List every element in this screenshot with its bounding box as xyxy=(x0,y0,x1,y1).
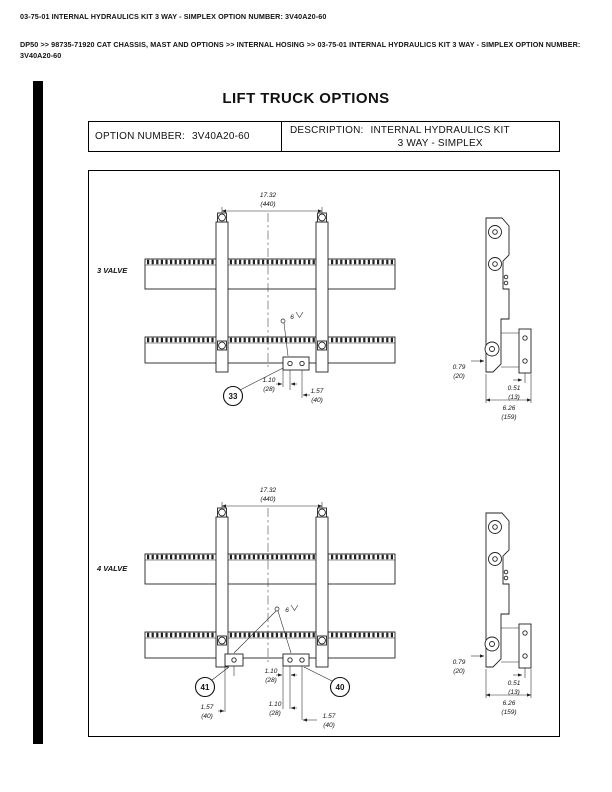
svg-text:(28): (28) xyxy=(269,710,281,717)
svg-text:(40): (40) xyxy=(311,397,323,404)
svg-text:1.57: 1.57 xyxy=(323,713,336,720)
dim-110-4valve-a: 1.10 (28) xyxy=(265,668,297,684)
taper-annotation-3valve: 6 xyxy=(280,311,304,357)
dim-taper-deg-2: 6 xyxy=(285,607,289,614)
svg-text:1.57: 1.57 xyxy=(311,388,324,395)
dim-157-4valve-a: 1.57 (40) xyxy=(201,704,225,720)
svg-text:1.57: 1.57 xyxy=(201,704,214,711)
svg-text:(28): (28) xyxy=(265,677,277,684)
technical-drawing: 17.32 (440) xyxy=(96,171,559,729)
description-line2: 3 WAY - SIMPLEX xyxy=(397,138,483,149)
figure-frame: 17.32 (440) xyxy=(88,170,560,737)
svg-text:1.10: 1.10 xyxy=(263,377,276,384)
dim-157-4valve-b: 1.57 (40) xyxy=(302,713,336,729)
doc-id-line: 03-75-01 INTERNAL HYDRAULICS KIT 3 WAY -… xyxy=(20,12,327,21)
valve-brackets-4valve xyxy=(224,653,310,720)
svg-text:(40): (40) xyxy=(201,713,213,720)
description-label: DESCRIPTION: xyxy=(290,125,364,136)
page-title: LIFT TRUCK OPTIONS xyxy=(222,90,390,107)
option-number-label: OPTION NUMBER: xyxy=(95,131,186,142)
option-number-cell: OPTION NUMBER: 3V40A20-60 xyxy=(89,122,282,151)
svg-text:1.10: 1.10 xyxy=(269,701,282,708)
left-margin-bar xyxy=(33,81,43,744)
svg-text:(28): (28) xyxy=(263,386,275,393)
dim-110-3valve: 1.10 (28) xyxy=(263,377,297,393)
view-3valve: 3 VALVE 6 1.10 xyxy=(97,192,531,421)
description-value: INTERNAL HYDRAULICS KIT 3 WAY - SIMPLEX xyxy=(371,124,510,150)
callout-33-number: 33 xyxy=(229,392,238,401)
view-3valve-label: 3 VALVE xyxy=(97,266,128,275)
valve-bracket-3valve xyxy=(282,356,310,398)
dim-110-4valve-b: 1.10 (28) xyxy=(269,701,297,717)
view-4valve: 4 VALVE 6 xyxy=(96,487,531,729)
callout-41: 41 xyxy=(194,666,230,698)
description-line1: INTERNAL HYDRAULICS KIT xyxy=(370,125,510,136)
option-info-table: OPTION NUMBER: 3V40A20-60 DESCRIPTION: I… xyxy=(88,121,560,152)
callout-41-number: 41 xyxy=(201,683,210,692)
svg-text:1.10: 1.10 xyxy=(265,668,278,675)
breadcrumb: DP50 >> 98735-71920 CAT CHASSIS, MAST AN… xyxy=(20,40,581,60)
view-4valve-label: 4 VALVE xyxy=(96,564,128,573)
description-cell: DESCRIPTION: INTERNAL HYDRAULICS KIT 3 W… xyxy=(282,122,559,151)
callout-33: 33 xyxy=(222,367,284,407)
callout-40-number: 40 xyxy=(336,683,345,692)
taper-annotation-4valve: 6 xyxy=(233,604,299,654)
dim-157-3valve: 1.57 (40) xyxy=(302,388,324,404)
dim-taper-deg: 6 xyxy=(290,314,294,321)
option-number-value: 3V40A20-60 xyxy=(192,131,250,142)
svg-text:(40): (40) xyxy=(323,722,335,729)
callout-40: 40 xyxy=(303,666,351,698)
